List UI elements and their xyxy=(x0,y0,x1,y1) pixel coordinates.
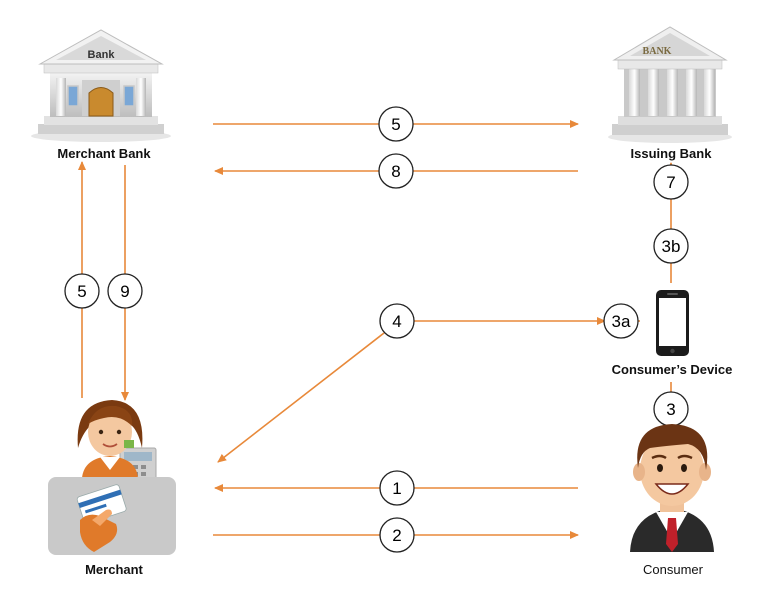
merchant-bank-icon: Bank xyxy=(31,29,171,142)
step-3a-label: 3a xyxy=(612,312,631,331)
step-4-marker: 4 xyxy=(379,303,415,339)
step-3a-marker: 3a xyxy=(603,303,639,339)
arrow-step-4-diagonal xyxy=(217,332,385,463)
consumer-label: Consumer xyxy=(643,562,703,577)
merchant-icon xyxy=(48,400,176,555)
step-3-label: 3 xyxy=(666,400,675,419)
consumer-device-label: Consumer’s Device xyxy=(611,362,733,377)
step-1-label: 1 xyxy=(392,479,401,498)
step-6-marker: 5 xyxy=(378,106,414,142)
step-7-marker: 7 xyxy=(653,164,689,200)
step-4-label: 4 xyxy=(392,312,401,331)
step-5-label: 5 xyxy=(77,282,86,301)
step-2-marker: 2 xyxy=(379,517,415,553)
step-markers: 5 8 7 3b 5 9 4 3a xyxy=(64,106,689,553)
merchant-bank-label: Merchant Bank xyxy=(57,146,151,161)
step-8-marker: 8 xyxy=(378,153,414,189)
step-1-marker: 1 xyxy=(379,470,415,506)
merchant-bank-sign: Bank xyxy=(88,49,116,61)
step-6-label: 5 xyxy=(391,115,400,134)
smartphone-icon xyxy=(656,290,689,356)
step-7-label: 7 xyxy=(666,173,675,192)
issuing-bank-label: Issuing Bank xyxy=(630,146,712,161)
step-8-label: 8 xyxy=(391,162,400,181)
step-3b-label: 3b xyxy=(662,237,681,256)
step-9-marker: 9 xyxy=(107,273,143,309)
issuing-bank-icon: BANK xyxy=(608,26,732,143)
arrows xyxy=(78,120,675,539)
issuing-bank-sign: BANK xyxy=(643,46,672,57)
merchant-label: Merchant xyxy=(85,562,143,577)
step-9-label: 9 xyxy=(120,282,129,301)
step-3-marker: 3 xyxy=(653,391,689,427)
consumer-icon xyxy=(630,424,714,552)
step-5-marker: 5 xyxy=(64,273,100,309)
step-2-label: 2 xyxy=(392,526,401,545)
step-3b-marker: 3b xyxy=(653,228,689,264)
